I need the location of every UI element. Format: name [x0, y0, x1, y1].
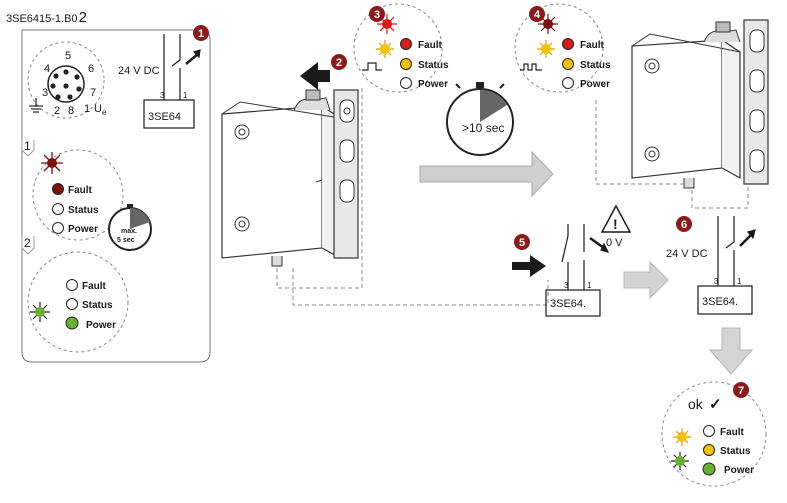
svg-text:3: 3 [160, 91, 165, 100]
push-arrow-icon [512, 255, 546, 277]
svg-text:5: 5 [519, 237, 525, 249]
svg-text:max.: max. [121, 228, 137, 235]
svg-text:Fault: Fault [580, 40, 605, 51]
svg-text:Status: Status [82, 300, 113, 311]
svg-text:4: 4 [534, 9, 541, 21]
arrow-right-gray-icon [419, 150, 554, 198]
svg-text:!: ! [613, 216, 618, 232]
pin-4: 4 [44, 63, 50, 75]
pin-8: 8 [68, 105, 74, 117]
timer-max-icon: max. 5 sec [108, 204, 152, 251]
pin-3: 3 [42, 87, 48, 99]
svg-text:3SE64.: 3SE64. [550, 298, 586, 310]
svg-text:6: 6 [681, 219, 687, 231]
circuit-step-5 [545, 224, 610, 317]
led-bubble-a: Fault Status Power [32, 149, 124, 241]
substep-marker-1: 1 [21, 139, 35, 157]
led-power-icon [52, 222, 64, 234]
svg-text:5 sec: 5 sec [117, 237, 135, 244]
panel-step-1: 5 4 6 3 7 2 8 1 Ue 2 4 [21, 25, 211, 363]
svg-text:2: 2 [336, 57, 342, 69]
ground-icon [29, 98, 43, 113]
guide-lines-1 [276, 88, 549, 306]
led-bubble-step-3: Fault Status Power 3 [353, 3, 449, 93]
svg-text:Power: Power [580, 79, 610, 90]
step-badge-2 [331, 54, 347, 70]
pin-ue: Ue [94, 103, 107, 117]
pin-2: 2 [54, 105, 60, 117]
svg-text:Status: Status [418, 60, 449, 71]
svg-text:Fault: Fault [82, 281, 107, 292]
svg-text:Power: Power [68, 224, 98, 235]
svg-text:3: 3 [374, 9, 380, 21]
arrow-right-gray-small-icon [623, 260, 669, 300]
svg-text:2: 2 [24, 236, 31, 250]
warning-icon: ! [600, 204, 632, 233]
svg-text:Power: Power [724, 465, 754, 476]
signal-fast-pulse-icon [520, 63, 542, 71]
step-badge-4 [529, 6, 545, 22]
svg-text:7: 7 [738, 385, 744, 397]
pin-5: 5 [65, 50, 71, 62]
svg-text:1: 1 [737, 277, 742, 286]
svg-text:1: 1 [587, 281, 592, 290]
zero-volt-label: 0 V [606, 237, 623, 249]
step-badge-5 [514, 234, 530, 250]
step-badge-7 [733, 382, 749, 398]
svg-text:Fault: Fault [720, 427, 745, 438]
svg-text:Status: Status [580, 60, 611, 71]
circuit-step-6 [697, 216, 756, 315]
led-bubble-step-7: ok ✓ Fault Status Power 7 [661, 381, 767, 487]
connector-pinout: 5 4 6 3 7 2 8 1 Ue [27, 41, 107, 119]
svg-text:24 V DC: 24 V DC [666, 248, 708, 260]
led-bubble-b: Fault Status Power [27, 251, 129, 353]
svg-text:Fault: Fault [418, 40, 443, 51]
arrow-down-gray-icon [708, 327, 754, 375]
pin-6: 6 [88, 63, 94, 75]
voltage-label: 24 V DC [118, 65, 160, 77]
svg-text:ok: ok [688, 396, 704, 412]
svg-text:>10 sec: >10 sec [462, 121, 504, 135]
svg-text:1: 1 [183, 91, 188, 100]
timer-long-icon: >10 sec [446, 82, 514, 156]
svg-text:Power: Power [86, 320, 116, 331]
svg-text:3: 3 [714, 277, 719, 286]
led-bubble-step-4: Fault Status Power 4 [514, 3, 611, 93]
switch-arrow-icon [185, 53, 199, 65]
doc-code: 3SE6415-1.B02 [6, 9, 87, 26]
svg-text:Status: Status [720, 446, 751, 457]
guide-lines-2 [595, 100, 749, 209]
signal-pulse-icon [362, 62, 382, 71]
svg-text:Fault: Fault [68, 185, 93, 196]
step-badge-3 [369, 6, 385, 22]
step-badge-1 [193, 25, 209, 41]
svg-text:3SE64.: 3SE64. [702, 296, 738, 308]
svg-text:Power: Power [418, 79, 448, 90]
pin-1: 1 [84, 103, 90, 115]
svg-text:Status: Status [68, 205, 99, 216]
device-image-1 [221, 89, 359, 267]
svg-text:✓: ✓ [709, 396, 722, 413]
led-fault-icon [52, 183, 64, 195]
svg-text:1: 1 [24, 139, 31, 153]
device-label: 3SE64 [148, 111, 181, 123]
step-badge-6 [676, 216, 692, 232]
substep-marker-2: 2 [21, 236, 35, 255]
svg-text:1: 1 [198, 28, 204, 40]
led-status-icon [52, 203, 64, 215]
pin-7: 7 [90, 87, 96, 99]
circuit-step-1 [143, 34, 201, 129]
arrow-left-icon [300, 62, 330, 90]
device-image-2 [631, 19, 769, 189]
svg-text:3: 3 [564, 281, 569, 290]
